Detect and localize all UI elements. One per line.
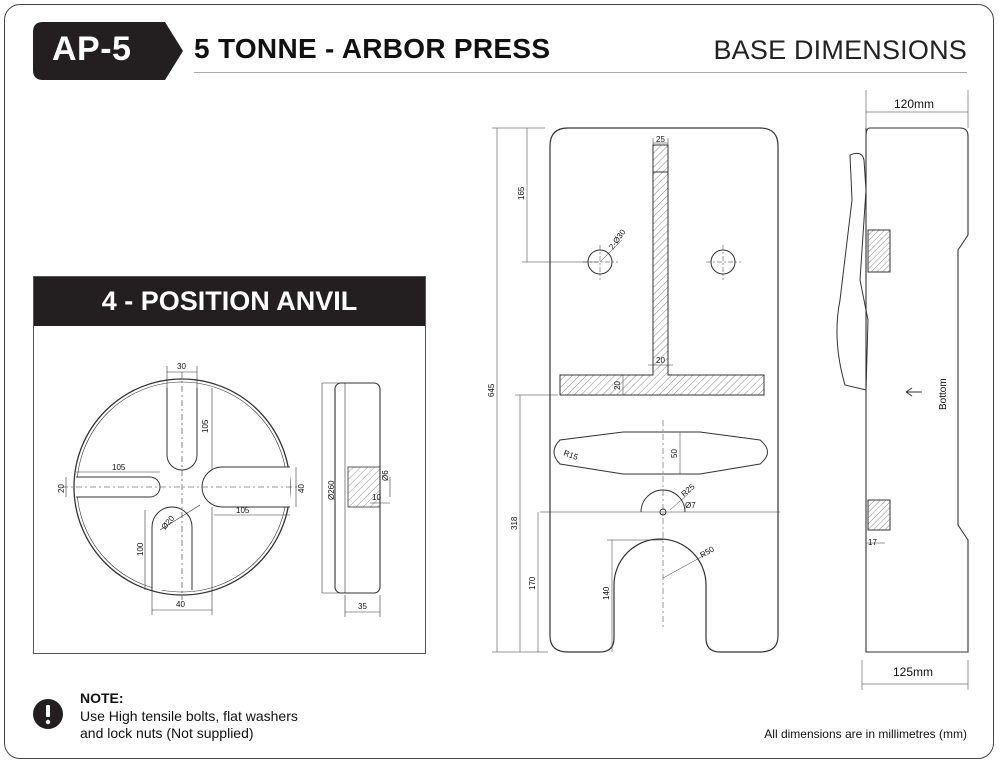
- page-frame: [4, 4, 994, 759]
- side-top-width: 120mm: [894, 97, 934, 111]
- page-title: 5 TONNE - ARBOR PRESS: [194, 33, 551, 64]
- anvil-dim-30: 30: [177, 362, 186, 371]
- model-tag: [33, 22, 183, 80]
- base-dim-web: 20: [656, 356, 665, 365]
- page-subtitle: BASE DIMENSIONS: [713, 35, 967, 65]
- anvil-dim-20: 20: [57, 484, 66, 493]
- anvil-dim-6: Ø6: [381, 470, 390, 481]
- anvil-dim-100: 100: [136, 542, 145, 556]
- side-bottom-label: Bottom: [938, 378, 949, 410]
- anvil-dim-105-top: 105: [201, 419, 210, 433]
- base-dim-7: Ø7: [685, 501, 696, 510]
- units-note: All dimensions are in millimetres (mm): [764, 727, 967, 741]
- side-bottom-width: 125mm: [893, 665, 933, 679]
- anvil-dim-40-right: 40: [297, 484, 306, 493]
- anvil-dim-diameter: Ø260: [327, 480, 336, 500]
- model-label: AP-5: [52, 30, 132, 68]
- base-dim-50: 50: [670, 449, 679, 458]
- anvil-dim-105-left: 105: [112, 463, 126, 472]
- exclamation-icon: [33, 699, 63, 729]
- note-title: NOTE:: [80, 690, 124, 706]
- side-dim-17: 17: [868, 538, 877, 547]
- anvil-heading: 4 - POSITION ANVIL: [34, 277, 425, 326]
- base-dim-165: 165: [517, 186, 526, 200]
- anvil-panel: 4 - POSITION ANVIL: [33, 276, 426, 654]
- anvil-dim-35: 35: [358, 602, 367, 611]
- base-dim-318: 318: [510, 516, 519, 530]
- base-dim-645: 645: [487, 383, 496, 397]
- base-dim-140: 140: [602, 586, 611, 600]
- base-dim-25: 25: [656, 135, 665, 144]
- anvil-dim-105-right: 105: [236, 506, 250, 515]
- note-line-2: and lock nuts (Not supplied): [80, 725, 254, 741]
- base-dim-flange: 20: [613, 381, 622, 390]
- header-divider: [194, 72, 967, 73]
- base-dim-170: 170: [528, 576, 537, 590]
- anvil-dim-10: 10: [372, 493, 381, 502]
- anvil-dim-40-bottom: 40: [176, 600, 185, 609]
- note-line-1: Use High tensile bolts, flat washers: [80, 708, 298, 724]
